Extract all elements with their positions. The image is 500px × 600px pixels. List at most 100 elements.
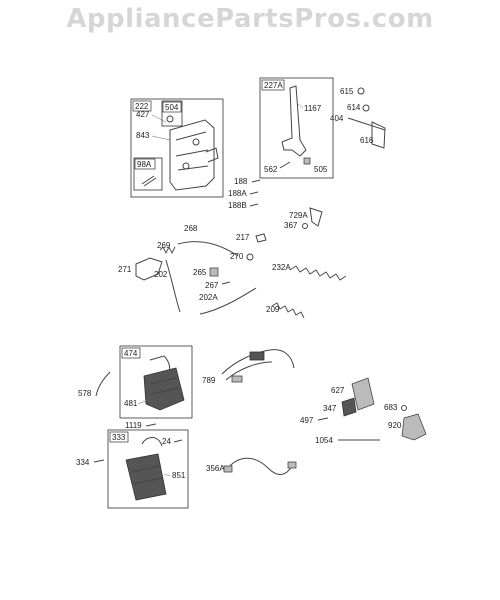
part-367 xyxy=(302,223,308,229)
box-222-tag xyxy=(132,100,152,112)
box-222-label: 222 xyxy=(135,102,149,111)
switch-group: 627 347 497 683 920 1054 xyxy=(300,377,427,445)
screw-98A xyxy=(141,175,157,187)
cable-268 xyxy=(177,241,239,257)
box-227A-tag xyxy=(261,79,285,91)
label-789: 789 xyxy=(202,376,216,385)
label-188A: 188A xyxy=(228,189,247,198)
nut-505 xyxy=(303,157,311,165)
label-851: 851 xyxy=(172,471,186,480)
screw-497 xyxy=(317,417,329,421)
washer-504 xyxy=(166,115,174,123)
spring-232A xyxy=(289,265,347,281)
box-333-label: 333 xyxy=(112,433,126,442)
label-271: 271 xyxy=(118,265,132,274)
box-474-label: 474 xyxy=(124,349,138,358)
label-627: 627 xyxy=(331,386,345,395)
box-227A-lever: 227A 1167 562 505 xyxy=(259,77,334,179)
part-615 xyxy=(357,87,365,95)
bracket-271 xyxy=(135,257,163,281)
wire-333 xyxy=(141,437,163,447)
label-217: 217 xyxy=(236,233,250,242)
label-614: 614 xyxy=(347,103,361,112)
box-504-label: 504 xyxy=(165,103,179,112)
armature-laminations xyxy=(149,377,179,395)
box-98A-frame xyxy=(133,157,163,191)
screw-1119 xyxy=(145,423,157,427)
rod-202 xyxy=(165,259,181,313)
label-202: 202 xyxy=(154,270,168,279)
label-347: 347 xyxy=(323,404,337,413)
screw-334 xyxy=(93,459,105,463)
wire-356A-end-1 xyxy=(223,465,233,473)
lever-227A xyxy=(281,85,307,157)
label-24: 24 xyxy=(162,437,171,446)
box-474-armature: 474 481 578 xyxy=(78,345,193,419)
box-98A-label: 98A xyxy=(137,160,152,169)
coil-laminations xyxy=(131,465,163,485)
bracket-hole-1 xyxy=(192,138,200,146)
part-347 xyxy=(341,397,357,417)
label-202A: 202A xyxy=(199,293,218,302)
coil-333 xyxy=(125,453,167,501)
leader-481 xyxy=(137,399,149,405)
label-232A: 232A xyxy=(272,263,291,272)
plate-616 xyxy=(371,121,386,149)
wire-356A-end-2 xyxy=(287,461,297,469)
box-504-frame xyxy=(161,100,183,127)
label-270: 270 xyxy=(230,252,244,261)
bracket-ribs xyxy=(175,131,209,171)
armature-coil xyxy=(143,367,185,411)
harness-wire-1 xyxy=(221,349,295,375)
label-427: 427 xyxy=(136,110,150,119)
screw-562 xyxy=(279,161,291,169)
leader-1167 xyxy=(297,103,304,109)
label-269: 269 xyxy=(157,241,171,250)
bracket-729A xyxy=(309,207,323,227)
label-209: 209 xyxy=(266,305,280,314)
label-267: 267 xyxy=(205,281,219,290)
spring-209 xyxy=(271,302,305,319)
wire-578 xyxy=(95,371,111,397)
leader-427 xyxy=(151,114,167,123)
label-505: 505 xyxy=(314,165,328,174)
box-333-frame xyxy=(107,429,189,509)
shaft-404 xyxy=(347,117,386,131)
leader-843 xyxy=(151,135,171,141)
label-188B: 188B xyxy=(228,201,247,210)
label-497: 497 xyxy=(300,416,314,425)
wire-356A-group: 356A xyxy=(206,457,297,475)
part-270 xyxy=(246,253,254,261)
box-504-tag xyxy=(162,101,182,113)
wire-356A xyxy=(227,457,293,475)
control-bracket-843 xyxy=(169,119,215,191)
cable-spring-group: 188 188A 188B 729A 367 268 217 269 270 2… xyxy=(118,177,347,319)
part-24 xyxy=(173,439,183,443)
box-227A-frame xyxy=(259,77,334,179)
clip-217 xyxy=(255,233,267,243)
label-843: 843 xyxy=(136,131,150,140)
switch-627 xyxy=(351,377,375,411)
harness-789: 789 xyxy=(202,349,295,385)
leader-851 xyxy=(163,473,171,477)
box-98A-tag xyxy=(134,158,156,170)
box-333-coil: 333 24 851 1119 334 xyxy=(76,421,189,509)
watermark-logo: AppliancePartsPros.com xyxy=(66,4,434,34)
label-188: 188 xyxy=(234,177,248,186)
label-616: 616 xyxy=(360,136,374,145)
spring-269 xyxy=(159,245,176,255)
switch-920 xyxy=(401,413,427,441)
bracket-hole-2 xyxy=(182,162,190,170)
label-356A: 356A xyxy=(206,464,225,473)
part-267 xyxy=(221,281,231,285)
label-367: 367 xyxy=(284,221,298,230)
screw-188 xyxy=(251,179,261,183)
rod-202A xyxy=(199,287,257,315)
box-333-tag xyxy=(109,431,129,443)
part-265 xyxy=(209,267,219,277)
part-683 xyxy=(401,405,407,411)
label-334: 334 xyxy=(76,458,90,467)
label-404: 404 xyxy=(330,114,344,123)
bracket-tab xyxy=(205,147,219,163)
screw-188A xyxy=(249,191,259,195)
